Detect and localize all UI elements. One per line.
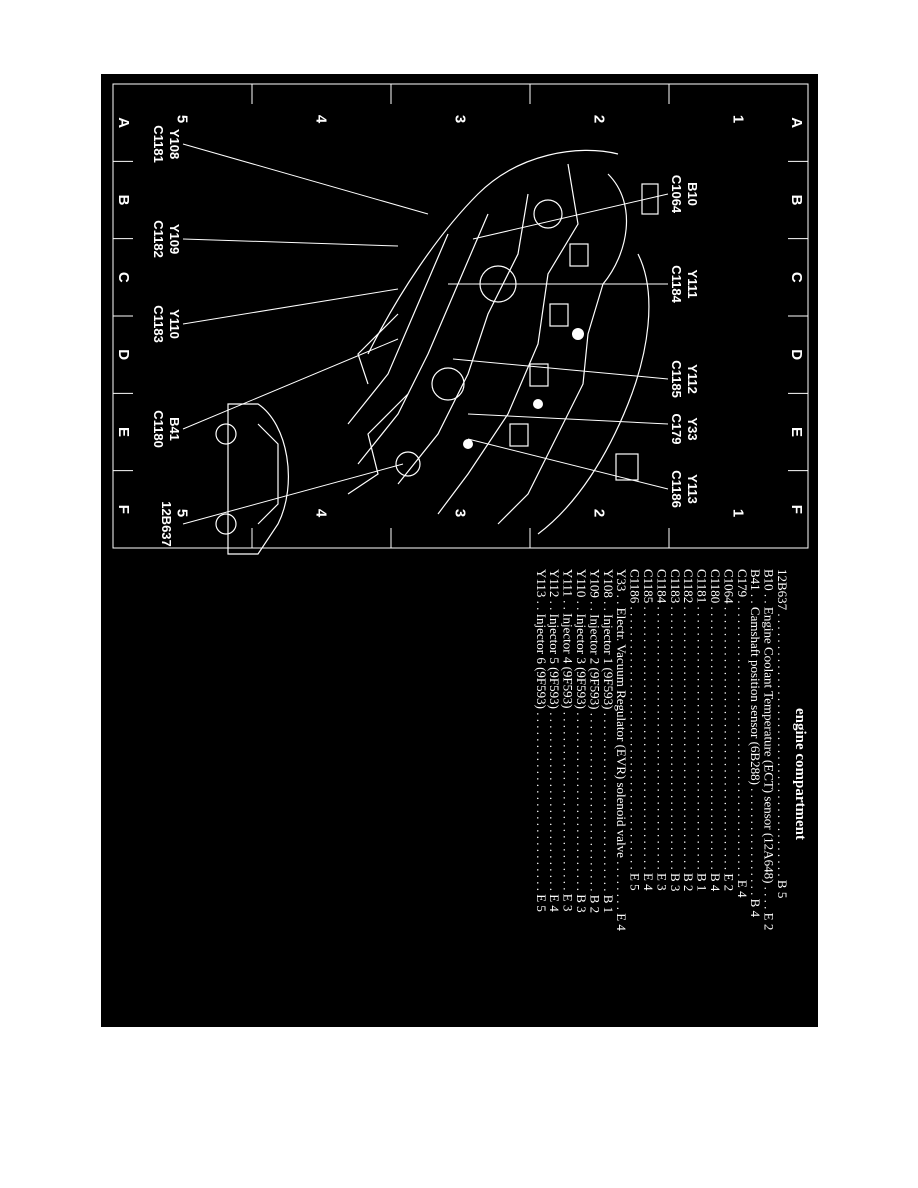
callout-y113: Y113 <box>685 474 700 504</box>
leader-lines <box>182 143 669 525</box>
legend-row: Y110 . . Injector 3 (9F593) . . . . . . … <box>574 569 589 913</box>
legend-row: B10 . . Engine Coolant Temperature (ECT)… <box>762 569 777 930</box>
callout-12b637: 12B637 <box>159 501 174 547</box>
callout-c1064: C1064 <box>669 175 684 214</box>
legend-row: C179 . . . . . . . . . . . . . . . . . .… <box>735 569 750 898</box>
legend-row: C1181 . . . . . . . . . . . . . . . . . … <box>695 569 710 891</box>
callout-c1181: C1181 <box>151 125 166 163</box>
column-labels-bottom: 1 2 3 4 5 <box>174 509 747 518</box>
row-label: D <box>788 349 805 360</box>
callouts: Y108 C1181 Y109 C1182 Y110 C1183 B41 C11… <box>151 125 700 547</box>
column-label: 5 <box>174 115 191 123</box>
row-label: B <box>788 195 805 206</box>
legend: engine compartment 12B637 . . . . . . . … <box>534 569 808 931</box>
legend-row: Y109 . . Injector 2 (9F593) . . . . . . … <box>587 569 602 913</box>
row-label: E <box>788 427 805 437</box>
legend-row: Y33 . . Electr. Vacuum Regulator (EVR) s… <box>614 569 629 931</box>
legend-row: Y112 . . Injector 5 (9F593) . . . . . . … <box>547 569 562 912</box>
row-labels-right: A B C D E F <box>115 117 132 514</box>
legend-row: C1183 . . . . . . . . . . . . . . . . . … <box>668 569 683 891</box>
callout-y110: Y110 <box>167 309 182 339</box>
row-label: C <box>788 272 805 283</box>
callout-y33: Y33 <box>685 417 700 440</box>
callout-c1183: C1183 <box>151 305 166 343</box>
column-label: 5 <box>174 509 191 517</box>
callout-y109: Y109 <box>167 224 182 254</box>
callout-c1182: C1182 <box>151 220 166 258</box>
callout-b10: B10 <box>685 182 700 206</box>
column-label: 4 <box>313 115 330 124</box>
callout-c1184: C1184 <box>669 265 684 303</box>
row-label: F <box>115 505 132 514</box>
legend-row: C1064 . . . . . . . . . . . . . . . . . … <box>721 569 736 891</box>
column-label: 3 <box>452 509 469 517</box>
callout-c1180: C1180 <box>151 410 166 448</box>
column-label: 1 <box>730 115 747 123</box>
callout-b41: B41 <box>167 417 182 441</box>
legend-row: 12B637 . . . . . . . . . . . . . . . . .… <box>775 569 790 898</box>
column-label: 3 <box>452 115 469 123</box>
legend-row: Y111 . . Injector 4 (9F593) . . . . . . … <box>561 569 576 911</box>
legend-row: C1185 . . . . . . . . . . . . . . . . . … <box>641 569 656 891</box>
legend-row: C1184 . . . . . . . . . . . . . . . . . … <box>654 569 669 891</box>
legend-rows: 12B637 . . . . . . . . . . . . . . . . .… <box>534 569 790 931</box>
callout-c179: C179 <box>669 413 684 444</box>
legend-title: engine compartment <box>792 708 808 840</box>
column-label: 2 <box>591 115 608 123</box>
legend-row: C1180 . . . . . . . . . . . . . . . . . … <box>708 569 723 892</box>
callout-y112: Y112 <box>685 364 700 394</box>
column-label: 2 <box>591 509 608 517</box>
row-label: E <box>115 427 132 437</box>
row-label: A <box>788 117 805 128</box>
column-labels-top: 1 2 3 4 5 <box>174 115 747 124</box>
row-labels-left: A B C D E F <box>788 117 805 514</box>
grid-ticks <box>113 84 808 548</box>
row-label: A <box>115 117 132 128</box>
engine-artwork <box>347 149 659 535</box>
row-label: F <box>788 505 805 514</box>
wiring-location-diagram: 1 2 3 4 5 1 2 3 4 5 A B C D E F A B C D E F <box>112 83 809 931</box>
callout-y108: Y108 <box>167 129 182 159</box>
vehicle-locator-icon <box>215 403 289 555</box>
column-label: 4 <box>313 509 330 518</box>
legend-row: Y108 . . Injector 1 (9F593) . . . . . . … <box>601 569 616 913</box>
legend-row: B41 . . Camshaft position sensor (6B288)… <box>748 569 763 918</box>
row-label: B <box>115 195 132 206</box>
row-label: D <box>115 349 132 360</box>
row-label: C <box>115 272 132 283</box>
column-label: 1 <box>730 509 747 517</box>
callout-c1186: C1186 <box>669 470 684 508</box>
legend-row: Y113 . . Injector 6 (9F593) . . . . . . … <box>534 569 549 912</box>
diagram-sheet: 1 2 3 4 5 1 2 3 4 5 A B C D E F A B C D E F <box>101 74 818 1027</box>
callout-c1185: C1185 <box>669 360 684 398</box>
callout-y111: Y111 <box>685 270 700 299</box>
legend-row: C1186 . . . . . . . . . . . . . . . . . … <box>628 569 643 891</box>
legend-row: C1182 . . . . . . . . . . . . . . . . . … <box>681 569 696 891</box>
